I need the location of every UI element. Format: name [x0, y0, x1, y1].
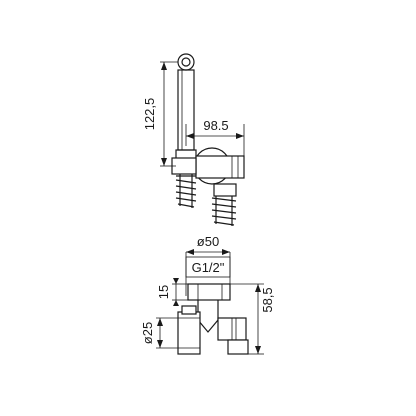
label-diameter-flange: ø50 — [197, 234, 219, 249]
dimension-flange-thickness: 15 — [156, 278, 188, 306]
hose-left — [175, 174, 197, 208]
dimension-thread: G1/2" — [185, 256, 231, 278]
label-width-hand-shower: 98.5 — [203, 118, 228, 133]
valve-body — [195, 155, 245, 179]
dimension-width-hand-shower: 98.5 — [185, 118, 245, 156]
label-height-hand-shower: 122,5 — [142, 98, 157, 131]
label-flange-thickness: 15 — [156, 285, 171, 299]
side-view-assembly: 122,5 98.5 — [142, 53, 245, 226]
dimension-valve-height: 58,5 — [230, 283, 275, 355]
label-valve-height: 58,5 — [260, 287, 275, 312]
hose-right — [211, 183, 237, 226]
flange — [187, 283, 231, 301]
label-thread: G1/2" — [192, 260, 225, 275]
dimension-diameter-body: ø25 — [140, 317, 178, 349]
shower-head-inner — [181, 57, 191, 67]
valve-stem — [197, 300, 219, 333]
shower-head-outer — [177, 53, 195, 71]
dimension-height-hand-shower: 122,5 — [142, 61, 178, 167]
front-view-valve: ø50 G1/2" 15 — [140, 234, 275, 355]
label-diameter-body: ø25 — [140, 322, 155, 344]
